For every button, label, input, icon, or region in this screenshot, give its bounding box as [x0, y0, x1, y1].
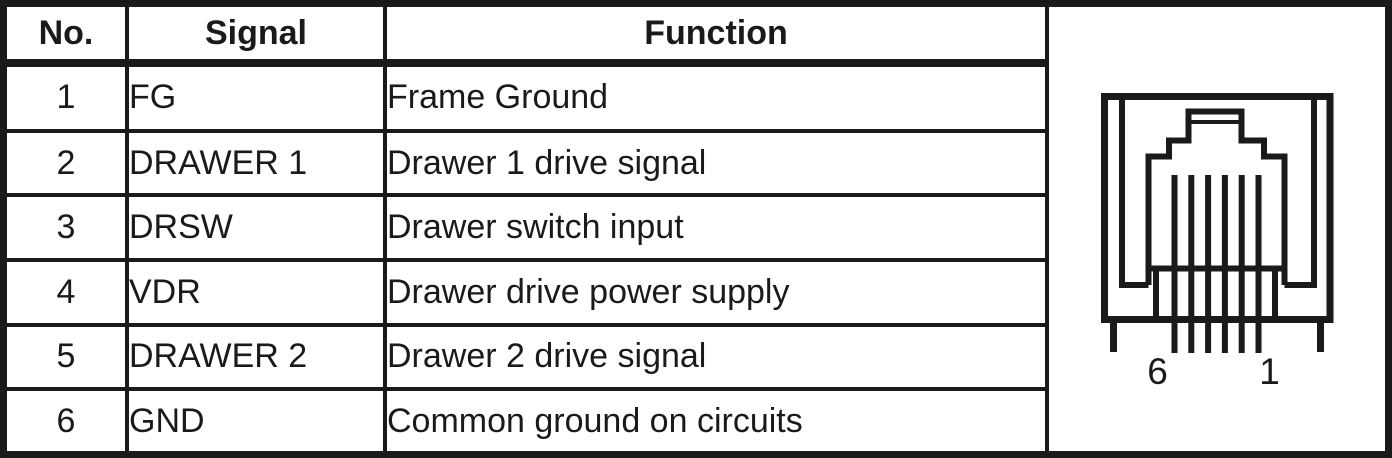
jack-left-slot [1119, 99, 1149, 288]
pin-number: 3 [7, 193, 129, 260]
pin-function: Frame Ground [387, 78, 609, 117]
jack-housing-outline [1101, 93, 1334, 323]
connector-diagram-cell: 6 1 [1049, 7, 1385, 451]
jack-opening-profile [1145, 108, 1288, 285]
pin-signal: FG [127, 63, 387, 131]
table-row: 4 VDR Drawer drive power supply [7, 257, 1045, 325]
pin-number: 6 [7, 387, 129, 451]
pin-function: Common ground on circuits [385, 387, 1045, 451]
table-row: 1 FG Frame Ground [7, 63, 1045, 131]
pin-signal: DRSW [127, 193, 387, 260]
pin-signal: GND [127, 387, 387, 451]
table-row: 6 GND Common ground on circuits [7, 387, 1045, 451]
header-signal: Signal [127, 7, 387, 67]
header-function: Function [385, 7, 1045, 67]
table-header-row: No. Signal Function [7, 7, 1045, 67]
pin-signal: DRAWER 2 [127, 322, 387, 390]
pin-function: Drawer drive power supply [385, 257, 1045, 325]
pin-assignment-table: No. Signal Function 1 FG Frame Ground 2 … [7, 7, 1045, 451]
pin-function: Drawer 1 drive signal [385, 128, 1045, 196]
pin-number: 1 [7, 63, 129, 131]
table-row: 5 DRAWER 2 Drawer 2 drive signal [7, 322, 1045, 390]
pin-function: Drawer switch input [385, 193, 1045, 260]
table-row: 3 DRSW Drawer switch input [7, 193, 1045, 260]
pin-signal: VDR [127, 257, 387, 325]
contact-pins [1171, 175, 1262, 353]
jack-right-slot [1284, 99, 1317, 288]
table-row: 2 DRAWER 1 Drawer 1 drive signal [7, 128, 1045, 196]
pin-number: 5 [7, 322, 129, 390]
pin1-label: 1 [1259, 351, 1280, 392]
pin-number: 4 [7, 257, 129, 325]
pin-assignment-table-area: No. Signal Function 1 FG Frame Ground 2 … [7, 7, 1049, 451]
modular-jack-icon: 6 1 [1101, 93, 1334, 392]
pin-number: 2 [7, 128, 129, 196]
pin-function: Drawer 2 drive signal [385, 322, 1045, 390]
pin6-label: 6 [1147, 351, 1168, 392]
pin-signal: DRAWER 1 [127, 128, 387, 196]
header-no: No. [7, 7, 129, 67]
